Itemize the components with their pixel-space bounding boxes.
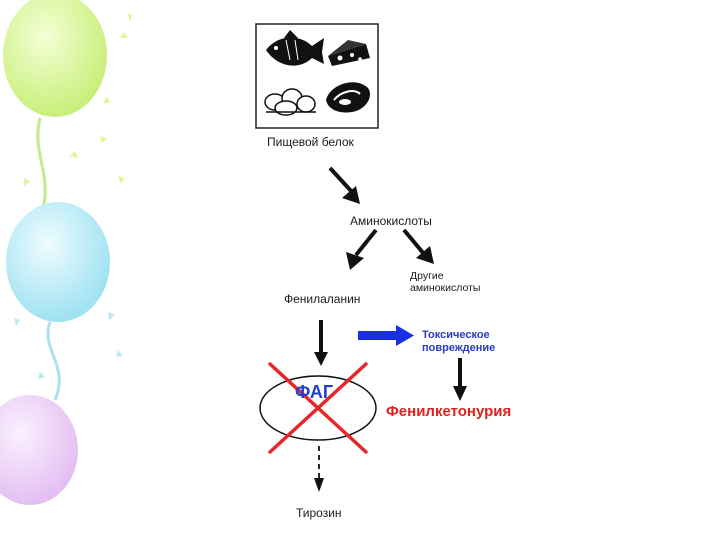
label-food-protein: Пищевой белок (267, 135, 354, 149)
balloon-green-decoration (3, 0, 107, 231)
label-amino-acids: Аминокислоты (350, 214, 432, 228)
label-tyrosine: Тирозин (296, 506, 342, 520)
arrow-dashed-to-tyrosine (314, 446, 324, 492)
label-enzyme: ФАГ (295, 382, 334, 402)
arrow-toxic-to-pku (453, 358, 467, 401)
label-toxic-damage: Токсическое повреждение (422, 329, 496, 354)
arrow-food-to-aminoacids (328, 166, 360, 204)
sparkle-decorations-blue (14, 312, 123, 379)
eggs-icon (264, 88, 316, 116)
label-phenylketonuria: Фенилкетонурия (386, 403, 512, 420)
meat-icon (326, 82, 371, 113)
sparkle-decorations (24, 14, 132, 186)
fish-icon (266, 30, 324, 66)
cheese-icon (328, 40, 370, 66)
label-phenylalanine: Фенилаланин (284, 292, 361, 306)
arrow-aminoacids-to-phenylalanine (346, 228, 378, 270)
label-other-amino-acids: Другие аминокислоты (410, 270, 481, 294)
red-cross-mark (268, 362, 368, 454)
balloon-pink-decoration (0, 395, 78, 505)
arrow-aminoacids-to-other (402, 228, 434, 264)
arrow-phenylalanine-down (314, 320, 328, 366)
arrow-blue-toxic (358, 325, 414, 346)
balloon-blue-decoration (6, 202, 110, 401)
